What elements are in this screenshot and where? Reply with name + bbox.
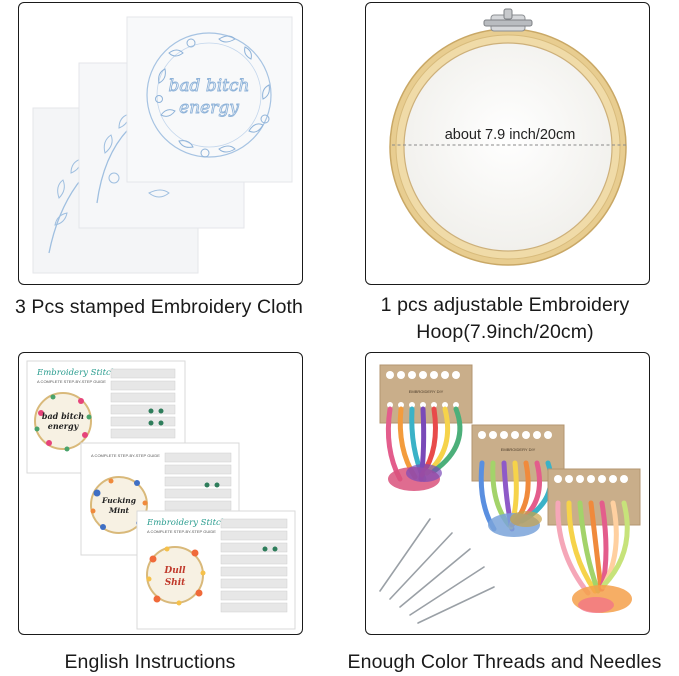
hoop-caption-line-1: 1 pcs adjustable Embroidery [380,294,630,316]
instructions-caption: English Instructions [64,651,236,673]
sheet1-title: Embroidery Stitches [36,368,126,378]
sheet3-hoop-text-1: Dull [163,566,186,576]
hoop-panel: about 7.9 inch/20cm [365,2,650,285]
threads-illustration: EMBROIDERY DIY EMBROIDERY DIY [379,364,641,624]
threads-panel: EMBROIDERY DIY EMBROIDERY DIY [365,352,650,635]
instructions-illustration: Embroidery Stitches A COMPLETE STEP-BY-S… [26,360,296,630]
sheet2-hoop-text-1: Fucking [101,496,136,505]
needles [379,518,495,624]
threads-caption: Enough Color Threads and Needles [347,651,662,673]
thread-card-2: EMBROIDERY DIY [471,424,565,537]
sheet1-hoop-text-2: energy [48,421,80,431]
hoop-illustration: about 7.9 inch/20cm [389,8,628,266]
sheet2-subtitle: A COMPLETE STEP-BY-STEP GUIDE [91,453,160,458]
sheet3-hoop-text-2: Shit [165,578,186,588]
sheet1-subtitle: A COMPLETE STEP-BY-STEP GUIDE [37,379,106,384]
hoop-caption-line-2: Hoop(7.9inch/20cm) [416,321,594,343]
thread-card-3 [547,468,641,613]
sheet2-hoop-text-2: Mint [108,506,130,515]
thread-card-1: EMBROIDERY DIY [379,364,473,491]
sheet3-subtitle: A COMPLETE STEP-BY-STEP GUIDE [147,529,216,534]
card1-label: EMBROIDERY DIY [409,389,444,394]
sheet3-title: Embroidery Stitches [146,518,236,528]
cloth-illustration: bad bitch energy [32,16,293,274]
card2-label: EMBROIDERY DIY [501,447,536,452]
cloth-panel: bad bitch energy [18,2,303,285]
instruction-sheet-3: Embroidery Stitches A COMPLETE STEP-BY-S… [136,510,296,630]
cloth-stamp-text-1: bad bitch [169,76,250,96]
measure-label: about 7.9 inch/20cm [445,127,576,143]
cloth-caption: 3 Pcs stamped Embroidery Cloth [14,296,304,318]
sheet1-hoop-text-1: bad bitch [42,411,84,421]
hoop-caption: 1 pcs adjustable Embroidery Hoop(7.9inch… [340,292,670,346]
instructions-panel: Embroidery Stitches A COMPLETE STEP-BY-S… [18,352,303,635]
cloth-stamp-text-2: energy [179,98,239,118]
